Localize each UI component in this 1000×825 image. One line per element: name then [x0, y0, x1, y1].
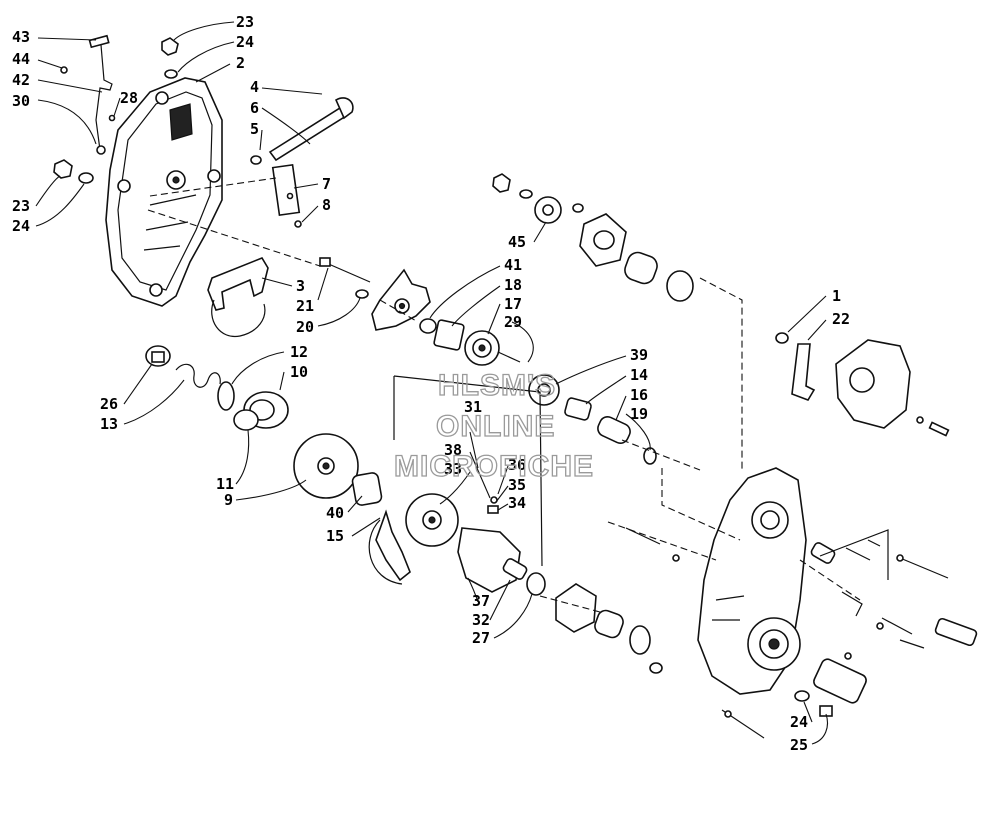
chaincase-housing [697, 467, 978, 717]
upper-output-assembly [492, 173, 694, 302]
callout-6: 6 [250, 99, 259, 117]
callout-29: 29 [504, 313, 522, 331]
callout-11: 11 [216, 475, 234, 493]
callout-41: 41 [504, 256, 522, 274]
callout-35: 35 [508, 476, 526, 494]
callout-39: 39 [630, 346, 648, 364]
callout-24-top: 24 [236, 33, 254, 51]
shift-linkage [60, 34, 116, 155]
callout-31: 31 [464, 398, 482, 416]
clutch-10-11 [233, 391, 289, 431]
large-sprocket-9 [293, 433, 359, 499]
callout-25: 25 [790, 736, 808, 754]
callout-9: 9 [224, 491, 233, 509]
assembly-lines [147, 177, 889, 617]
callout-36: 36 [508, 456, 526, 474]
callout-21: 21 [296, 297, 314, 315]
callout-8: 8 [322, 196, 331, 214]
callout-7: 7 [322, 175, 331, 193]
callout-33: 33 [444, 460, 462, 478]
callout-labels: 43 44 42 30 28 23 24 2 4 6 5 7 8 23 24 3… [12, 13, 850, 754]
callout-42: 42 [12, 71, 30, 89]
callout-24-left: 24 [12, 217, 30, 235]
callout-26: 26 [100, 395, 118, 413]
lower-gear-set [351, 472, 459, 585]
callout-12: 12 [290, 343, 308, 361]
callout-44: 44 [12, 50, 30, 68]
callout-30: 30 [12, 92, 30, 110]
watermark-line-3: MICROFICHE [394, 450, 594, 483]
nut-washer-left [53, 159, 94, 184]
callout-19: 19 [630, 405, 648, 423]
watermark-line-1: HLSM'S [438, 369, 556, 402]
callout-5: 5 [250, 120, 259, 138]
callout-32: 32 [472, 611, 490, 629]
callout-43: 43 [12, 28, 30, 46]
callout-45: 45 [508, 233, 526, 251]
callout-15: 15 [326, 527, 344, 545]
spring-collar-assembly [145, 345, 289, 431]
leader-lines [35, 21, 829, 745]
callout-10: 10 [290, 363, 308, 381]
callout-27: 27 [472, 629, 490, 647]
callout-23-top: 23 [236, 13, 254, 31]
callout-34: 34 [508, 494, 526, 512]
callout-20: 20 [296, 318, 314, 336]
callout-2: 2 [236, 54, 245, 72]
callout-24-bottom: 24 [790, 713, 808, 731]
nut-washer-top [161, 37, 179, 79]
callout-13: 13 [100, 415, 118, 433]
watermark: HLSM'S ONLINE MICROFICHE [393, 368, 594, 483]
callout-23-left: 23 [12, 197, 30, 215]
gear-39-group [487, 374, 657, 514]
lower-flange-seal [555, 583, 663, 674]
callout-40: 40 [326, 504, 344, 522]
callout-1: 1 [832, 287, 841, 305]
callout-3: 3 [296, 277, 305, 295]
callout-28: 28 [120, 89, 138, 107]
callout-16: 16 [630, 386, 648, 404]
sprocket-17 [464, 330, 500, 366]
callout-17: 17 [504, 295, 522, 313]
bolts [625, 527, 949, 739]
mount-bracket [319, 257, 431, 331]
callout-18: 18 [504, 276, 522, 294]
callout-37: 37 [472, 592, 490, 610]
bearing-bracket [457, 527, 546, 596]
callout-14: 14 [630, 366, 648, 384]
chaincase-cover [105, 77, 223, 307]
upper-gear-shaft [419, 318, 521, 366]
callout-22: 22 [832, 310, 850, 328]
watermark-line-2: ONLINE [436, 410, 555, 443]
callout-4: 4 [250, 78, 259, 96]
callout-38: 38 [444, 441, 462, 459]
right-bracket [775, 332, 950, 437]
shaft-assembly [250, 97, 354, 228]
spring-bracket [207, 257, 269, 338]
